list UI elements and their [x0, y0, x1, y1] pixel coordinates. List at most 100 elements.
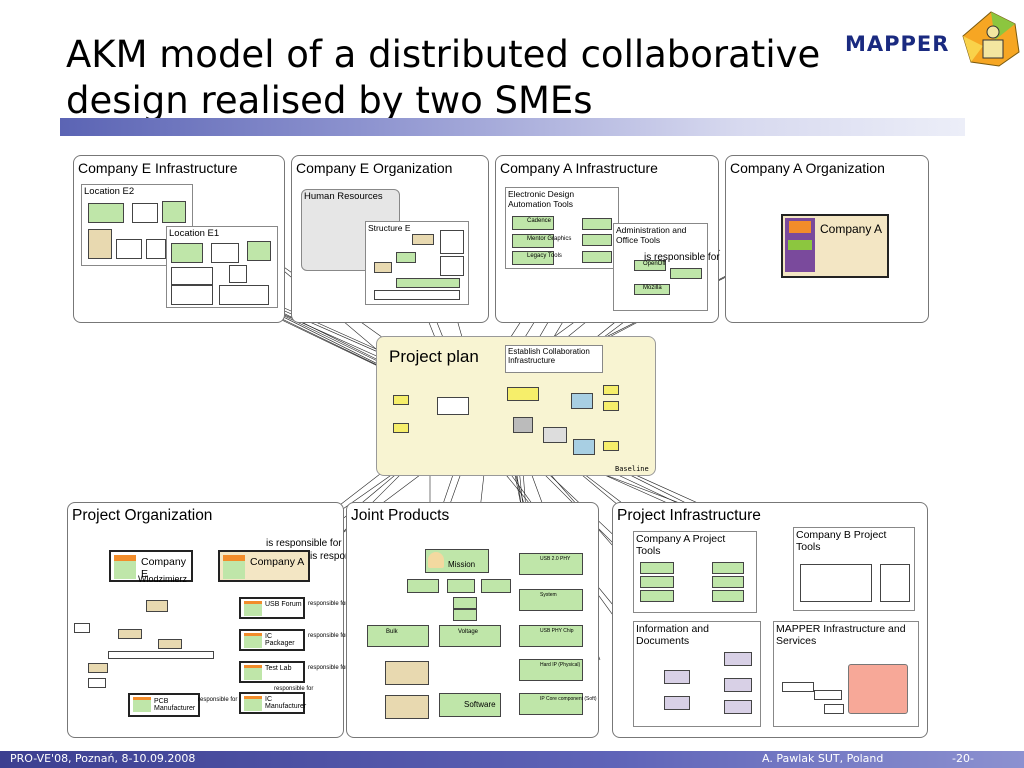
- org-node: [108, 651, 214, 659]
- panel-title: Joint Products: [351, 507, 450, 524]
- joint-products-panel: Joint Products Mission Bulk Voltage Soft…: [346, 502, 599, 738]
- server-node: [211, 243, 239, 263]
- service-node: [824, 704, 844, 714]
- plan-task: [543, 427, 567, 443]
- tool-cadence: Cadence: [512, 216, 554, 230]
- panel-title: Company A Infrastructure: [500, 160, 658, 176]
- product-node: [453, 609, 477, 621]
- footer-author: A. Pawlak SUT, Poland: [762, 752, 884, 765]
- plan-task: [437, 397, 469, 415]
- doc-node: [664, 670, 690, 684]
- project-infrastructure-panel: Project Infrastructure Company A Project…: [612, 502, 928, 738]
- org-node: [440, 230, 464, 254]
- responsible-for-label: is responsible for: [644, 252, 720, 263]
- doc-node: [724, 652, 752, 666]
- server-node: [229, 265, 247, 283]
- folder-icon: [848, 664, 908, 714]
- org-chart-icon: [785, 218, 815, 272]
- company-a-organization-panel: Company A Organization Company A is resp…: [644, 155, 929, 323]
- org-node: [440, 256, 464, 276]
- project-organization-panel: Project Organization Company E Wlodzimie…: [67, 502, 386, 738]
- org-node: [396, 252, 416, 263]
- server-node: [171, 243, 203, 263]
- role-relation: responsible for: [274, 686, 314, 692]
- role-relation: responsible for: [198, 697, 238, 703]
- company-a-label: Company A: [820, 222, 883, 236]
- tool-openoffice: OpenOff: [634, 260, 666, 271]
- org-node: [146, 600, 168, 612]
- structure-e-label: Structure E: [368, 223, 411, 233]
- person-icon: [428, 552, 444, 568]
- baseline-label: Baseline: [615, 465, 649, 473]
- product-node: [481, 579, 511, 593]
- tool-node: [712, 562, 744, 574]
- doc-node: [724, 678, 752, 692]
- server-node: [162, 201, 186, 223]
- mapper-logo: MAPPER: [845, 10, 1024, 70]
- company-e-infrastructure-panel: Company E Infrastructure Location E2 Loc…: [73, 155, 285, 323]
- tool-node: [582, 251, 612, 263]
- company-b-project-tools: Company B Project Tools: [793, 527, 915, 611]
- service-node: [814, 690, 842, 700]
- plan-task: [571, 393, 593, 409]
- plan-task: [573, 439, 595, 455]
- panel-title: Project Infrastructure: [617, 507, 761, 524]
- company-a-infrastructure-panel: Company A Infrastructure Electronic Desi…: [495, 155, 719, 323]
- title-underline-bar: [60, 118, 965, 136]
- product-box: [385, 661, 429, 685]
- tool-node: [640, 590, 674, 602]
- panel-title: Company A Organization: [730, 160, 885, 176]
- product-hard-ip: Hard IP (Physical): [519, 659, 583, 681]
- company-e-role: Company E: [109, 550, 193, 582]
- plan-task: [393, 423, 409, 433]
- tool-node: [582, 234, 612, 246]
- establish-collaboration-task: Establish Collaboration Infrastructure: [505, 345, 603, 373]
- product-software: Software: [439, 693, 501, 717]
- slide-title: AKM model of a distributed collaborative…: [66, 33, 821, 122]
- org-node: [158, 639, 182, 649]
- mission-box: Mission: [425, 549, 489, 573]
- product-node: [447, 579, 475, 593]
- panel-title: Company E Infrastructure: [78, 160, 238, 176]
- footer-page-number: -20-: [952, 752, 974, 765]
- doc-node: [664, 696, 690, 710]
- org-node: [74, 623, 90, 633]
- server-node: [171, 285, 213, 305]
- location-e1-label: Location E1: [169, 228, 220, 239]
- tool-node: [712, 576, 744, 588]
- server-node: [247, 241, 271, 261]
- product-usb-phy-chip: USB PHY Chip: [519, 625, 583, 647]
- plan-task: [507, 387, 539, 401]
- server-node: [146, 239, 166, 259]
- information-and-documents: Information and Documents: [633, 621, 761, 727]
- mapper-logo-icon: [962, 11, 1020, 67]
- tool-node: [712, 590, 744, 602]
- role-usb-forum: USB Forum: [239, 597, 305, 619]
- product-node: [407, 579, 439, 593]
- server-node: [88, 229, 112, 259]
- structure-e: Structure E: [365, 221, 469, 305]
- tool-legacy: Legacy Tools: [512, 251, 562, 265]
- org-chart-icon: [223, 555, 245, 579]
- company-a-project-tools: Company A Project Tools: [633, 531, 757, 613]
- org-node: [374, 262, 392, 273]
- role-relation: responsible for: [308, 665, 348, 671]
- tool-node: [640, 562, 674, 574]
- tool-node: [880, 564, 910, 602]
- role-ic-packager: IC Packager: [239, 629, 305, 651]
- plan-task: [603, 401, 619, 411]
- org-node: [88, 678, 106, 688]
- server-node: [219, 285, 269, 305]
- eda-tools: Electronic Design Automation Tools Caden…: [505, 187, 619, 269]
- plan-task: [603, 441, 619, 451]
- tool-node: [800, 564, 872, 602]
- product-voltage: Voltage: [439, 625, 501, 647]
- server-node: [132, 203, 158, 223]
- role-test-lab: Test Lab: [239, 661, 305, 683]
- plan-task: [513, 417, 533, 433]
- location-e1: Location E1: [166, 226, 278, 308]
- eda-tools-label: Electronic Design Automation Tools: [508, 189, 575, 209]
- server-node: [171, 267, 213, 285]
- org-node: [374, 290, 460, 300]
- product-system: System: [519, 589, 583, 611]
